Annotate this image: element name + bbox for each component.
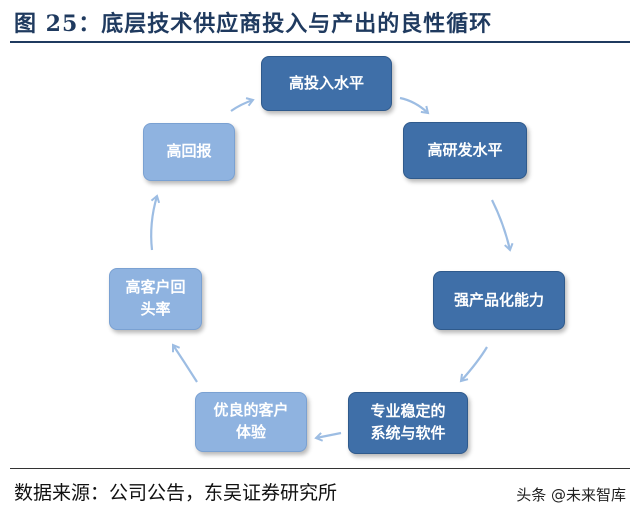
figure-title: 图 25：底层技术供应商投入与产出的良性循环 [14,11,493,37]
node-label: 高投入水平 [288,73,364,92]
arrow-return-to-investment [230,97,255,112]
node-label: 专业稳定的 系统与软件 [370,402,446,442]
arrow-rd-to-productization [491,199,514,252]
data-source: 数据来源：公司公告，东吴证券研究所 [14,482,338,504]
node-label: 优良的客户 体验 [213,401,289,441]
node-high-repurchase: 高客户回 头率 [109,268,202,330]
node-high-return: 高回报 [143,123,235,181]
title-divider [10,41,630,43]
node-label: 高研发水平 [427,140,503,159]
node-high-investment: 高投入水平 [261,56,392,111]
node-good-customer-experience: 优良的客户 体验 [195,392,307,452]
node-label: 高客户回 头率 [125,278,186,318]
arrow-experience-to-repurchase [171,343,198,383]
arrow-investment-to-rd [399,96,430,115]
node-high-rd: 高研发水平 [403,122,527,179]
arrow-repurchase-to-return [150,194,161,251]
arrow-productization-to-systems [459,346,488,383]
node-professional-stable-systems: 专业稳定的 系统与软件 [348,392,468,454]
watermark: 头条 @未来智库 [516,486,626,504]
node-label: 强产品化能力 [453,290,544,309]
node-strong-productization: 强产品化能力 [433,271,565,330]
arrow-systems-to-experience [314,431,342,442]
source-divider [10,468,630,469]
node-label: 高回报 [166,142,212,161]
